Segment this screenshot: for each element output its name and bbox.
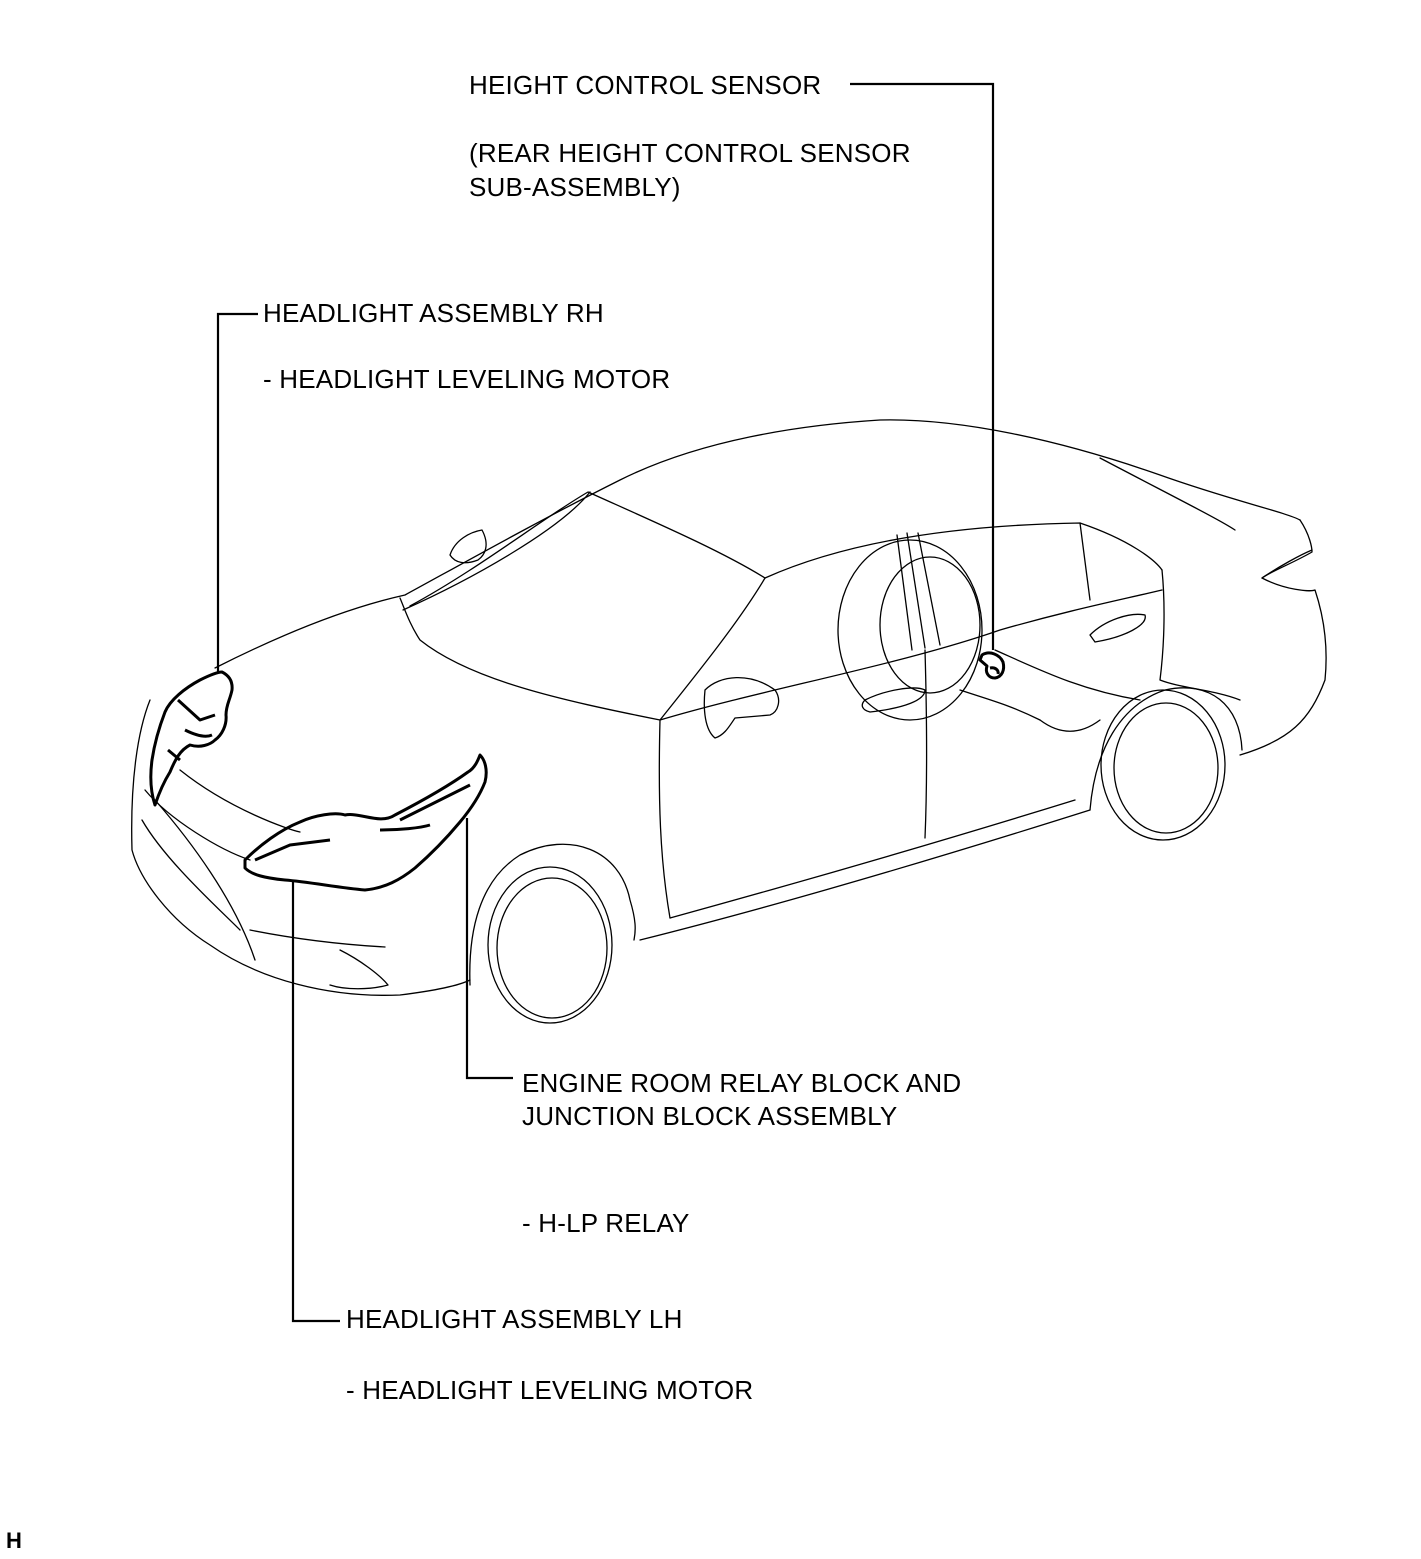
label-headlight-lh-title: HEADLIGHT ASSEMBLY LH [346, 1304, 683, 1334]
label-headlight-lh-detail: - HEADLIGHT LEVELING MOTOR [346, 1375, 754, 1405]
height-control-sensor-part [978, 651, 1006, 680]
label-height-sensor-detail-1: (REAR HEIGHT CONTROL SENSOR [469, 138, 911, 168]
label-engine-room-relay-detail: - H-LP RELAY [522, 1208, 690, 1238]
leader-headlight-lh [291, 882, 340, 1323]
headlight-lh-part [243, 753, 488, 892]
label-engine-room-relay-title-2: JUNCTION BLOCK ASSEMBLY [522, 1101, 898, 1131]
label-headlight-rh-title: HEADLIGHT ASSEMBLY RH [263, 298, 604, 328]
leader-height-sensor [850, 82, 995, 650]
label-height-sensor-title: HEIGHT CONTROL SENSOR [469, 70, 822, 100]
leader-headlight-rh [216, 312, 258, 672]
corner-mark: H [6, 1528, 22, 1553]
car-body-outline [131, 419, 1327, 1024]
label-headlight-rh-detail: - HEADLIGHT LEVELING MOTOR [263, 364, 671, 394]
headlight-rh-part [149, 670, 234, 807]
leader-engine-room-relay [465, 818, 513, 1080]
label-engine-room-relay-title-1: ENGINE ROOM RELAY BLOCK AND [522, 1068, 962, 1098]
leader-lines [216, 82, 995, 1323]
label-height-sensor-detail-2: SUB-ASSEMBLY) [469, 172, 681, 202]
